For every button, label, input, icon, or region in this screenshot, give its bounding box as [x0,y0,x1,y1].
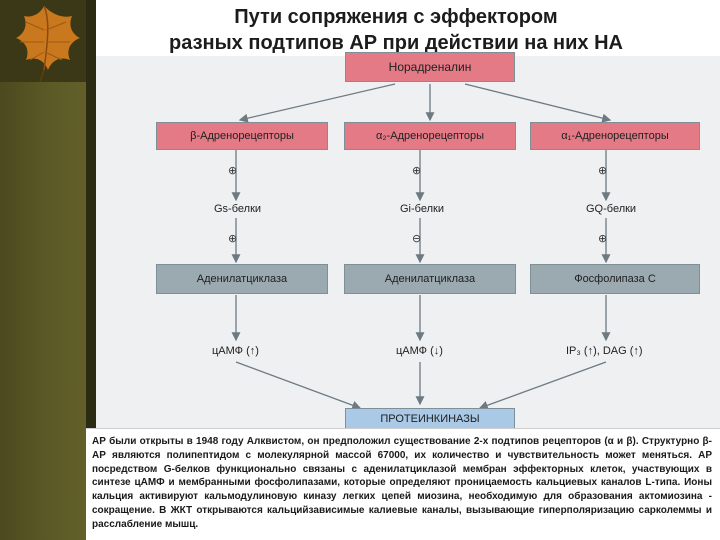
autumn-leaf-icon [0,0,86,82]
sign-beta-g: ⊕ [228,164,238,177]
gq-protein-label: GQ-белки [586,203,637,215]
title-line-2: разных подтипов АР при действии на них Н… [169,32,623,54]
slide-title: Пути сопряжения с эффектором разных подт… [96,4,696,56]
camp-down-label: цАМФ (↓) [396,345,443,357]
note-text: АР были открыты в 1948 году Алквистом, о… [86,428,720,540]
ip3-dag-label: IP₃ (↑), DAG (↑) [566,345,643,357]
sign-gq-enzyme: ⊕ [598,232,608,245]
side-bar [0,0,86,540]
alpha1-receptor-box: α₁-Адренорецепторы [530,122,700,150]
adenylate-cyclase-box-2: Аденилатциклаза [344,264,516,294]
sign-alpha2-g: ⊕ [412,164,422,177]
title-area [96,0,720,56]
side-strip [86,0,96,540]
gi-protein-label: Gi-белки [400,203,444,215]
diagram-background [96,56,720,428]
sign-gs-enzyme: ⊕ [228,232,238,245]
beta-receptor-box: β-Адренорецепторы [156,122,328,150]
sign-gi-enzyme: ⊖ [412,232,422,245]
sign-alpha1-g: ⊕ [598,164,608,177]
protein-kinases-box: ПРОТЕИНКИНАЗЫ [345,408,515,430]
alpha2-receptor-box: α₂-Адренорецепторы [344,122,516,150]
camp-up-label: цАМФ (↑) [212,345,259,357]
noradrenaline-box: Норадреналин [345,52,515,82]
gs-protein-label: Gs-белки [214,203,262,215]
phospholipase-c-box: Фосфолипаза С [530,264,700,294]
title-line-1: Пути сопряжения с эффектором [234,6,558,28]
adenylate-cyclase-box-1: Аденилатциклаза [156,264,328,294]
